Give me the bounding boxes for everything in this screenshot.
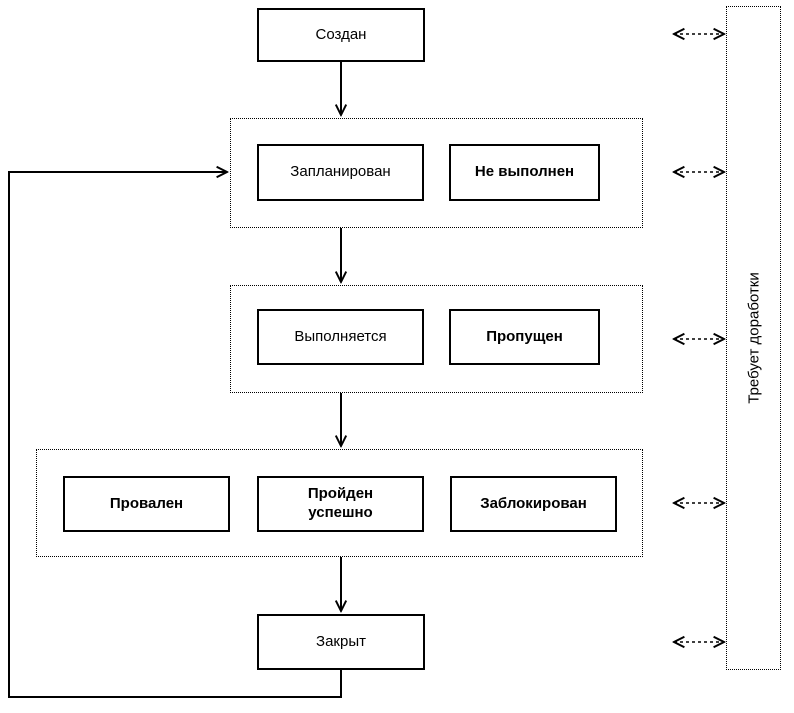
node-skipped: Пропущен [449, 309, 600, 365]
node-not-executed-label: Не выполнен [474, 163, 575, 181]
panel-needs-rework: Требует доработки [726, 6, 781, 670]
node-passed-label: Пройден успешно [307, 485, 374, 521]
node-in-progress-label: Выполняется [294, 327, 387, 345]
node-blocked: Заблокирован [450, 476, 617, 532]
node-in-progress: Выполняется [257, 309, 424, 365]
node-created-label: Создан [315, 25, 367, 43]
node-planned-label: Запланирован [290, 163, 391, 181]
node-skipped-label: Пропущен [486, 327, 563, 345]
node-planned: Запланирован [257, 144, 424, 201]
node-closed: Закрыт [257, 614, 425, 670]
node-closed-label: Закрыт [316, 632, 366, 650]
node-not-executed: Не выполнен [449, 144, 600, 201]
node-passed: Пройден успешно [257, 476, 424, 532]
node-created: Создан [257, 8, 425, 62]
node-blocked-label: Заблокирован [480, 494, 587, 512]
node-failed-label: Провален [109, 494, 184, 512]
panel-needs-rework-label: Требует доработки [745, 272, 762, 404]
node-failed: Провален [63, 476, 230, 532]
